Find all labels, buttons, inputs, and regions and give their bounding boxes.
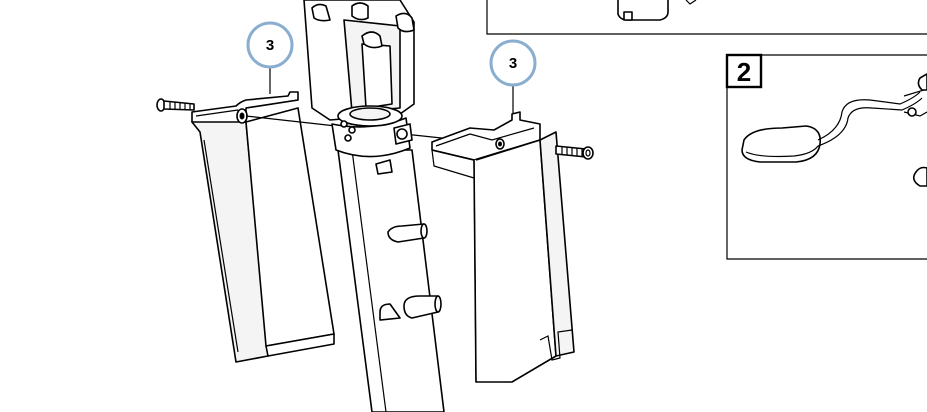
inset-box-2-label-frame — [725, 53, 763, 89]
right-screw — [555, 145, 594, 160]
top-inset-frame — [486, 0, 927, 35]
callout-left-label: 3 — [266, 37, 274, 54]
switch-part — [741, 73, 927, 187]
callout-left: 3 — [246, 21, 294, 94]
callout-left-ring — [246, 21, 294, 69]
callout-right-label: 3 — [509, 55, 517, 72]
callout-right: 3 — [489, 39, 537, 114]
central-column — [303, 0, 445, 412]
callout-right-ring — [489, 39, 537, 87]
left-cover — [191, 91, 335, 363]
left-screw — [156, 98, 195, 112]
right-cover — [431, 111, 575, 383]
inset-box-2: 2 — [725, 53, 927, 260]
inset-box-2-label: 2 — [737, 57, 751, 87]
